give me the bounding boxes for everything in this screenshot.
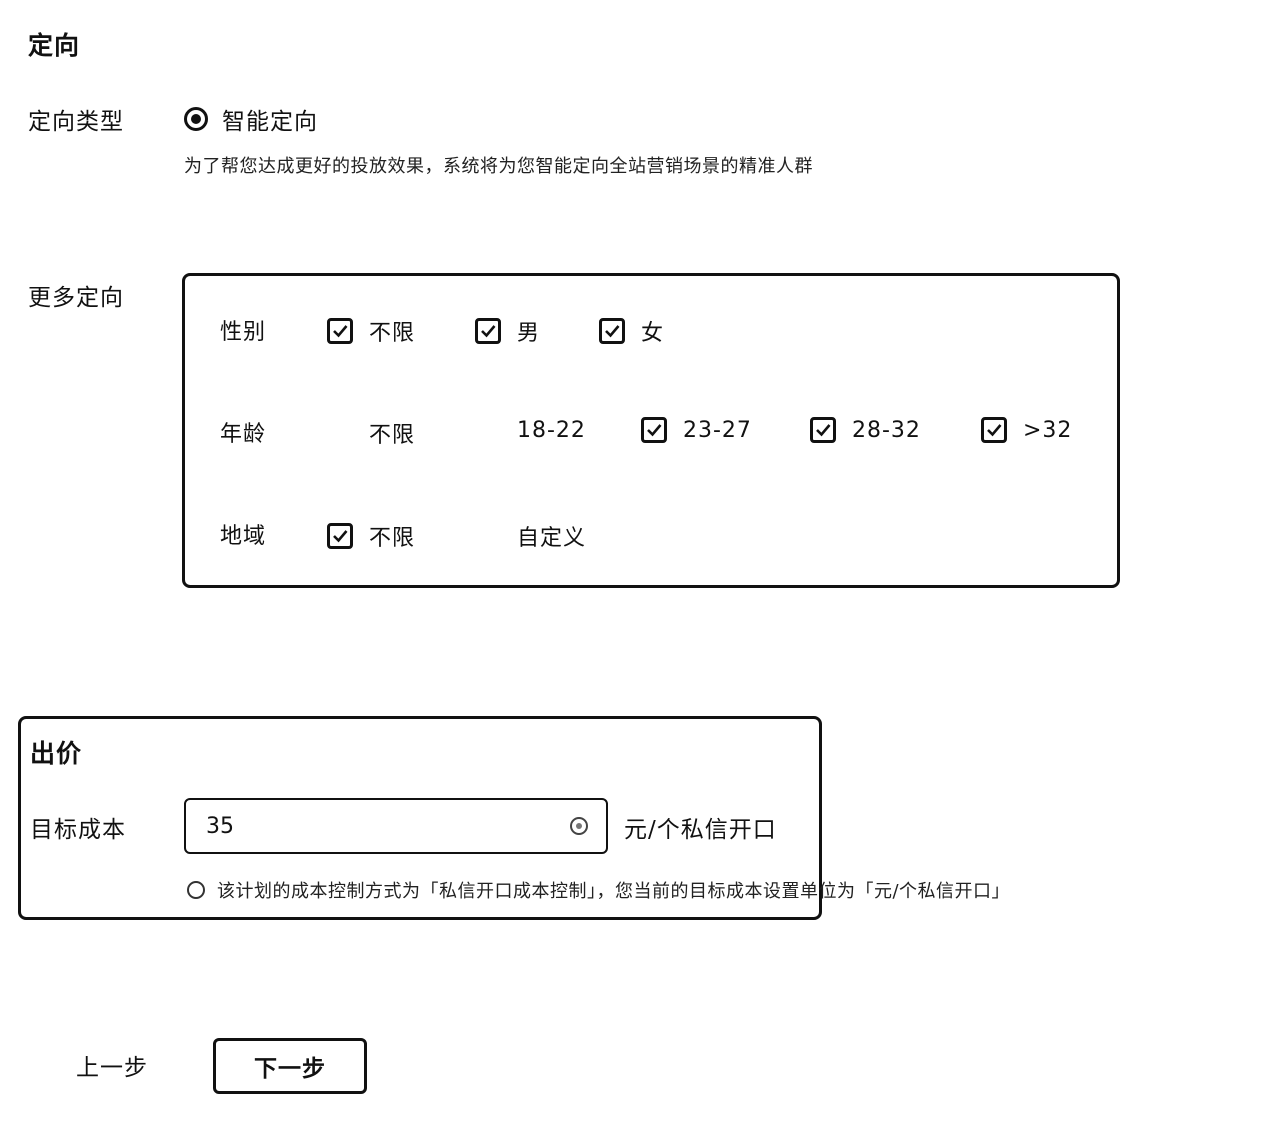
checkbox-checked-icon[interactable] bbox=[599, 318, 625, 344]
region-label: 地域 bbox=[220, 524, 267, 549]
age-option-28-32[interactable]: 28-32 bbox=[810, 417, 921, 443]
target-cost-input[interactable]: 35 bbox=[184, 798, 608, 854]
targeting-type-label: 定向类型 bbox=[28, 109, 124, 135]
age-option-18-22[interactable]: 18-22 bbox=[475, 417, 586, 443]
cost-unit-label: 元/个私信开口 bbox=[624, 817, 777, 843]
checkbox-checked-icon[interactable] bbox=[810, 417, 836, 443]
age-option-unlimited[interactable]: 不限 bbox=[327, 417, 415, 449]
gender-option-label: 女 bbox=[641, 321, 665, 346]
gender-label: 性别 bbox=[220, 320, 267, 345]
target-cost-label: 目标成本 bbox=[30, 817, 126, 843]
checkbox-unchecked-icon[interactable] bbox=[475, 417, 501, 443]
age-option-label: 不限 bbox=[369, 423, 416, 448]
cost-control-notice-text: 该计划的成本控制方式为「私信开口成本控制」，您当前的目标成本设置单位为「元/个私… bbox=[217, 881, 1011, 902]
next-step-button[interactable]: 下一步 bbox=[213, 1038, 367, 1094]
checkbox-checked-icon[interactable] bbox=[475, 318, 501, 344]
info-icon bbox=[187, 881, 205, 899]
gender-option-label: 男 bbox=[517, 321, 541, 346]
gender-option-unlimited[interactable]: 不限 bbox=[327, 315, 415, 347]
more-targeting-panel bbox=[182, 273, 1120, 588]
checkbox-checked-icon[interactable] bbox=[641, 417, 667, 443]
checkbox-checked-icon[interactable] bbox=[327, 523, 353, 549]
targeting-section-title: 定向 bbox=[28, 31, 81, 60]
region-option-label: 自定义 bbox=[517, 526, 587, 551]
region-option-unlimited[interactable]: 不限 bbox=[327, 520, 415, 552]
gender-option-female[interactable]: 女 bbox=[599, 315, 664, 347]
more-targeting-label: 更多定向 bbox=[28, 285, 124, 311]
previous-step-button[interactable]: 上一步 bbox=[76, 1055, 148, 1081]
smart-targeting-label: 智能定向 bbox=[222, 109, 318, 135]
bidding-panel bbox=[18, 716, 822, 920]
age-option-label: 23-27 bbox=[683, 417, 752, 443]
checkbox-unchecked-icon[interactable] bbox=[327, 420, 353, 446]
bidding-section-title: 出价 bbox=[30, 739, 83, 768]
gender-option-label: 不限 bbox=[369, 321, 416, 346]
smart-targeting-radio-option[interactable]: 智能定向 bbox=[184, 102, 318, 136]
age-option-label: 18-22 bbox=[517, 417, 586, 443]
age-option-over-32[interactable]: >32 bbox=[981, 417, 1072, 443]
checkbox-checked-icon[interactable] bbox=[327, 318, 353, 344]
age-option-label: 28-32 bbox=[852, 417, 921, 443]
radio-selected-icon[interactable] bbox=[184, 107, 208, 131]
region-option-label: 不限 bbox=[369, 526, 416, 551]
cost-control-notice: 该计划的成本控制方式为「私信开口成本控制」，您当前的目标成本设置单位为「元/个私… bbox=[187, 877, 1010, 903]
age-label: 年龄 bbox=[220, 422, 267, 447]
age-option-label: >32 bbox=[1023, 417, 1073, 443]
region-option-custom[interactable]: 自定义 bbox=[475, 520, 586, 552]
target-cost-value: 35 bbox=[206, 813, 234, 839]
gender-option-male[interactable]: 男 bbox=[475, 315, 540, 347]
age-option-23-27[interactable]: 23-27 bbox=[641, 417, 752, 443]
checkbox-unchecked-icon[interactable] bbox=[475, 523, 501, 549]
targeting-type-hint: 为了帮您达成更好的投放效果，系统将为您智能定向全站营销场景的精准人群 bbox=[184, 156, 813, 177]
checkbox-checked-icon[interactable] bbox=[981, 417, 1007, 443]
clear-icon[interactable] bbox=[570, 817, 588, 835]
